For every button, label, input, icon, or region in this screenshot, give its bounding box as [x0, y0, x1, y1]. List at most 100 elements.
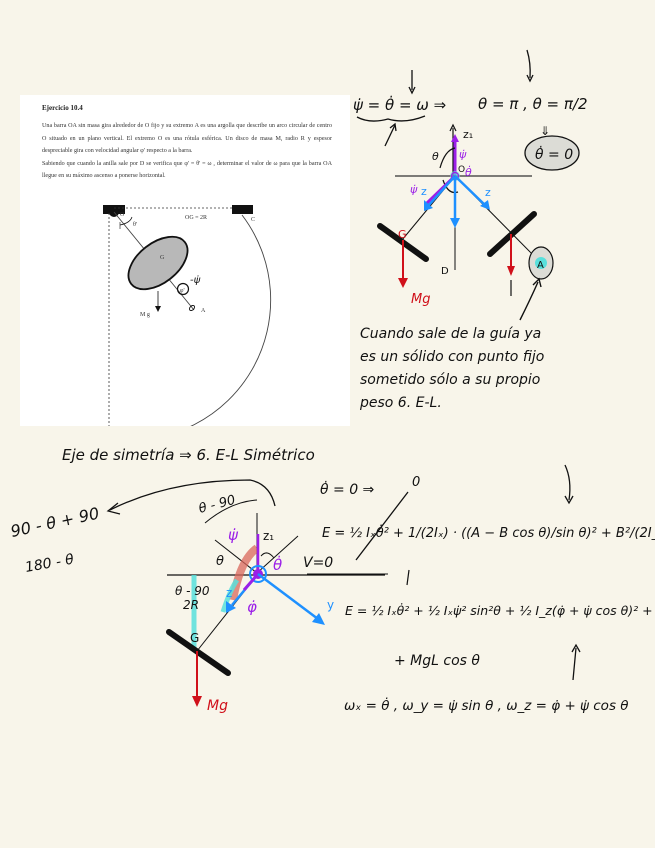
theta-rotation-arrow — [119, 216, 133, 226]
eq-omegas: ωₓ = θ̇ , ω_y = ψ̇ sin θ , ω_z = φ̇ + ψ̇… — [344, 697, 629, 714]
label-phi: φ' — [180, 288, 185, 294]
label-og: OG = 2R — [185, 215, 207, 221]
label-z1: z₁ — [463, 128, 473, 141]
y-arrowhead — [312, 613, 325, 625]
right-z-arrowhead — [480, 200, 490, 210]
disc — [127, 235, 189, 291]
arrowhead-to-a — [532, 277, 542, 288]
arrow-down-small — [406, 569, 410, 586]
note-angles: θ = π , θ = π/2 — [478, 95, 588, 113]
ring-a — [189, 305, 195, 311]
angle-note-1: 90 - θ + 90 — [9, 504, 101, 541]
label-d-right: D — [441, 266, 449, 277]
label-v0: V=0 — [303, 555, 333, 571]
label-theta-dot: θ̇ — [465, 165, 472, 179]
annotation-minus-psi-dot: -ψ̇ — [190, 274, 201, 286]
label-o: O — [120, 212, 125, 218]
theta-arc-small — [260, 552, 275, 559]
underbrace — [356, 115, 426, 122]
tilted-line-right — [256, 535, 299, 574]
label-psi-dot: ψ̇ — [459, 148, 467, 161]
arrow-up-brace — [384, 124, 396, 147]
label-a-right: A — [537, 260, 544, 271]
arrowhead-down-omega — [408, 86, 416, 95]
label-theta-dot-bottom: θ̇ — [273, 555, 282, 574]
ellipse-text: θ̇ = 0 — [535, 145, 573, 163]
cyan-highlight-left — [220, 578, 240, 613]
tilted-line-left — [214, 539, 258, 574]
exercise-figure: O C G A D θ' φ' OG = 2R M g -ψ̇ — [103, 205, 272, 426]
label-theta-minus-90: θ - 90 — [197, 493, 237, 517]
point-a-highlight — [535, 257, 547, 269]
exercise-title: Ejercicio 10.4 — [42, 104, 83, 112]
y-vector — [257, 573, 323, 623]
label-theta-90-b: θ - 90 — [175, 584, 210, 598]
label-theta: θ — [432, 150, 439, 163]
label-2r: 2R — [183, 598, 199, 612]
label-g: G — [160, 255, 165, 261]
label-mg-right: Mg — [411, 292, 430, 307]
theta-angle-arc — [439, 147, 456, 169]
label-o-right: O — [458, 165, 465, 175]
arrowhead-up-eq — [571, 643, 581, 653]
arrow-down-angles — [526, 49, 531, 79]
arrowhead-down-eq — [564, 495, 574, 505]
label-c: C — [251, 217, 255, 223]
curved-arrowhead — [106, 502, 121, 515]
exercise-paragraph-1: Una barra OA sin masa gira alrededor de … — [42, 123, 332, 155]
circular-guide-arc — [190, 214, 272, 426]
arrow-up-eq — [572, 647, 577, 681]
disc-bottom — [166, 629, 231, 676]
label-psi-bottom: ψ̇ — [228, 526, 239, 544]
label-theta-dot: θ' — [133, 222, 137, 228]
arc-theta-90 — [204, 499, 258, 524]
arrowhead-down-angles — [526, 74, 534, 83]
z1-arrowhead — [449, 123, 457, 132]
arrowhead-up-brace — [389, 122, 397, 132]
label-z-left: z — [421, 185, 427, 198]
support-c — [232, 205, 253, 214]
phi-purple-vector — [242, 573, 260, 591]
right-weight-arrowhead — [507, 266, 515, 276]
eq-energy-full: E = ½ Iₓθ̇² + ½ Iₓψ̇² sin²θ + ½ I_z(φ̇ +… — [345, 603, 653, 618]
label-y-bottom: y — [327, 598, 334, 612]
label-weight: M g — [140, 312, 150, 318]
label-theta-bottom: θ — [216, 554, 224, 569]
label-mg-bottom: Mg — [207, 698, 228, 714]
strike-through-line — [355, 491, 409, 561]
note-solid-line-3: sometido sólo a su propio — [360, 372, 540, 388]
rotation-arc — [442, 179, 459, 194]
label-g-bottom: G — [190, 631, 199, 645]
pivot-ring — [249, 565, 267, 583]
eq-zero-mark: 0 — [412, 475, 420, 490]
note-solid-line-4: peso 6. E-L. — [359, 395, 442, 411]
implies-symbol: ⇓ — [540, 124, 550, 138]
arrow-down-eq — [564, 464, 571, 501]
weight-arrowhead-bottom — [192, 696, 202, 707]
note-condition: ψ̇ = θ̇ = ω ⇒ — [353, 95, 446, 114]
label-psi-left: ψ̇ — [410, 183, 418, 196]
exercise-panel: Ejercicio 10.4 Una barra OA sin masa gir… — [20, 95, 350, 426]
note-solid-line-1: Cuando sale de la guía ya — [360, 326, 541, 342]
label-g-right: G — [398, 228, 407, 241]
left-z-vector — [427, 175, 456, 207]
curved-arrow — [109, 479, 276, 511]
exercise-statement: Una barra OA sin masa gira alrededor de … — [42, 120, 332, 183]
exercise-paragraph-2: Sabiendo que cuando la anilla sale por D… — [42, 160, 332, 180]
label-z-bottom: z — [226, 586, 232, 600]
left-z-arrowhead — [424, 200, 433, 211]
weight-arrowhead — [155, 306, 161, 312]
symmetry-note: Eje de simetría ⇒ 6. E-L Simétrico — [62, 446, 315, 464]
right-z-vector — [454, 175, 487, 207]
z-arrowhead — [226, 601, 236, 613]
label-z1-bottom: z₁ — [263, 529, 274, 543]
label-phi-bottom: φ̇ — [247, 598, 257, 616]
red-highlight-arc — [229, 544, 260, 601]
angle-note-2: 180 - θ — [24, 552, 76, 576]
phi-circle — [176, 282, 190, 296]
left-weight-arrowhead — [398, 278, 408, 288]
eq-energy-reduced: E = ½ Iₓθ̇² + 1/(2Iₓ) · ((A − B cos θ)/s… — [322, 525, 655, 541]
arrow-to-a — [519, 281, 539, 321]
eq-energy-potential: + MgL cos θ — [394, 653, 480, 669]
